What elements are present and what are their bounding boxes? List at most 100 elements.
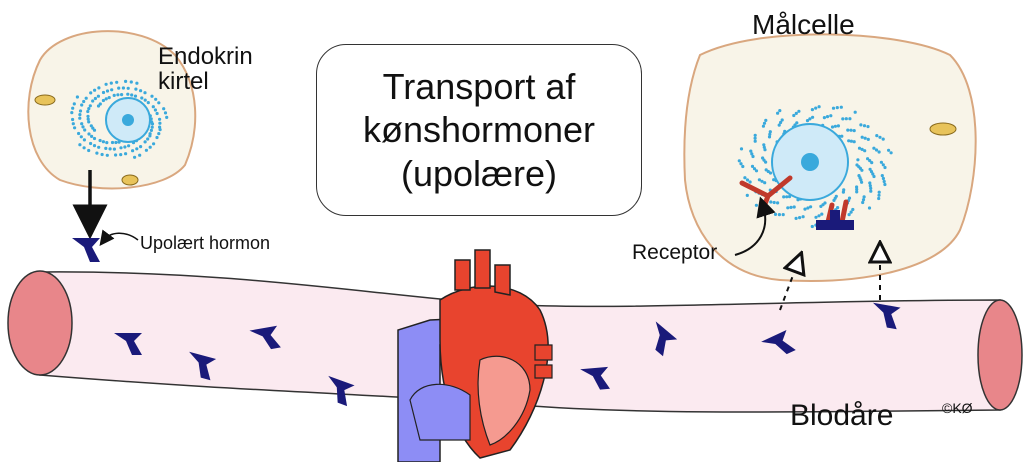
er-dot bbox=[764, 118, 768, 122]
er-dot bbox=[801, 215, 805, 219]
er-dot bbox=[847, 196, 852, 200]
er-dot bbox=[840, 134, 844, 138]
er-dot bbox=[869, 189, 873, 193]
er-dot bbox=[146, 137, 150, 141]
er-dot bbox=[803, 207, 807, 211]
er-dot bbox=[870, 161, 874, 165]
er-dot bbox=[743, 176, 747, 180]
er-dot bbox=[101, 140, 105, 144]
er-dot bbox=[107, 96, 111, 100]
er-dot bbox=[82, 99, 86, 104]
er-dot bbox=[805, 119, 810, 123]
er-dot bbox=[108, 147, 112, 151]
target-nucleolus bbox=[801, 153, 819, 171]
er-dot bbox=[835, 106, 839, 110]
er-dot bbox=[806, 206, 810, 210]
er-dot bbox=[877, 193, 881, 197]
title-line-2: kønshormoner bbox=[362, 109, 596, 151]
er-dot bbox=[157, 101, 161, 105]
er-dot bbox=[80, 122, 84, 126]
er-dot bbox=[124, 152, 128, 156]
er-dot bbox=[753, 139, 757, 143]
er-dot bbox=[814, 106, 818, 110]
er-dot bbox=[143, 91, 147, 95]
er-dot bbox=[761, 156, 765, 160]
er-dot bbox=[75, 95, 79, 99]
er-dot bbox=[841, 117, 845, 121]
er-dot bbox=[117, 86, 121, 90]
er-dot bbox=[874, 148, 879, 152]
er-dot bbox=[754, 203, 759, 207]
er-dot bbox=[143, 140, 147, 144]
heart-icon bbox=[397, 249, 553, 462]
er-dot bbox=[833, 124, 838, 128]
hormone-molecule bbox=[580, 366, 610, 390]
er-dot bbox=[819, 204, 823, 208]
er-dot bbox=[92, 144, 97, 148]
er-dot bbox=[762, 145, 766, 149]
er-dot bbox=[875, 134, 879, 138]
er-dot bbox=[149, 128, 153, 132]
er-dot bbox=[89, 141, 93, 146]
er-dot bbox=[856, 158, 860, 162]
er-dot bbox=[881, 137, 885, 141]
er-dot bbox=[750, 152, 754, 156]
er-dot bbox=[87, 148, 91, 153]
er-dot bbox=[789, 205, 793, 209]
target-mitochondrion bbox=[929, 122, 957, 136]
er-dot bbox=[84, 96, 88, 100]
er-dot bbox=[795, 121, 799, 125]
er-dot bbox=[133, 94, 138, 98]
er-dot bbox=[97, 86, 101, 90]
er-dot bbox=[133, 155, 137, 159]
er-dot bbox=[127, 144, 131, 148]
er-dot bbox=[848, 117, 852, 121]
er-dot bbox=[98, 138, 102, 143]
target-cell-label: Målcelle bbox=[752, 9, 855, 40]
er-dot bbox=[91, 99, 95, 103]
er-dot bbox=[887, 148, 891, 152]
er-dot bbox=[872, 146, 876, 150]
hormones-in-blood bbox=[114, 302, 901, 407]
er-dot bbox=[163, 111, 168, 115]
er-dot bbox=[750, 164, 755, 168]
er-dot bbox=[124, 79, 128, 83]
er-dot bbox=[151, 105, 155, 109]
title-box: Transport af kønshormoner (upolære) bbox=[316, 44, 642, 216]
er-dot bbox=[105, 153, 109, 157]
er-dot bbox=[830, 125, 835, 129]
er-dot bbox=[155, 135, 159, 140]
er-dot bbox=[71, 122, 75, 126]
copyright-label: ©KØ bbox=[942, 400, 973, 416]
er-dot bbox=[868, 181, 872, 185]
er-dot bbox=[78, 113, 82, 117]
er-dot bbox=[810, 224, 814, 229]
er-dot bbox=[745, 178, 750, 182]
er-dot bbox=[773, 212, 778, 216]
er-dot bbox=[872, 174, 876, 179]
er-dot bbox=[154, 97, 158, 101]
er-dot bbox=[861, 200, 865, 205]
er-dot bbox=[131, 149, 135, 153]
er-dot bbox=[119, 146, 123, 150]
er-dot bbox=[851, 207, 855, 212]
er-dot bbox=[863, 149, 867, 153]
gland-mitochondrion bbox=[34, 94, 56, 106]
er-dot bbox=[857, 146, 862, 150]
er-dot bbox=[779, 120, 783, 125]
er-dot bbox=[776, 201, 780, 205]
er-dot bbox=[114, 153, 118, 157]
er-dot bbox=[855, 190, 859, 194]
er-dot bbox=[871, 172, 875, 176]
title-line-3: (upolære) bbox=[400, 152, 558, 194]
er-dot bbox=[126, 86, 130, 90]
hormone-molecule bbox=[761, 330, 796, 355]
er-dot bbox=[150, 94, 154, 98]
er-dot bbox=[116, 93, 120, 97]
er-dot bbox=[814, 215, 818, 219]
er-dot bbox=[878, 135, 882, 139]
er-dot bbox=[863, 136, 867, 140]
er-dot bbox=[737, 159, 741, 163]
hormone-molecule bbox=[328, 375, 355, 407]
er-dot bbox=[140, 96, 144, 100]
